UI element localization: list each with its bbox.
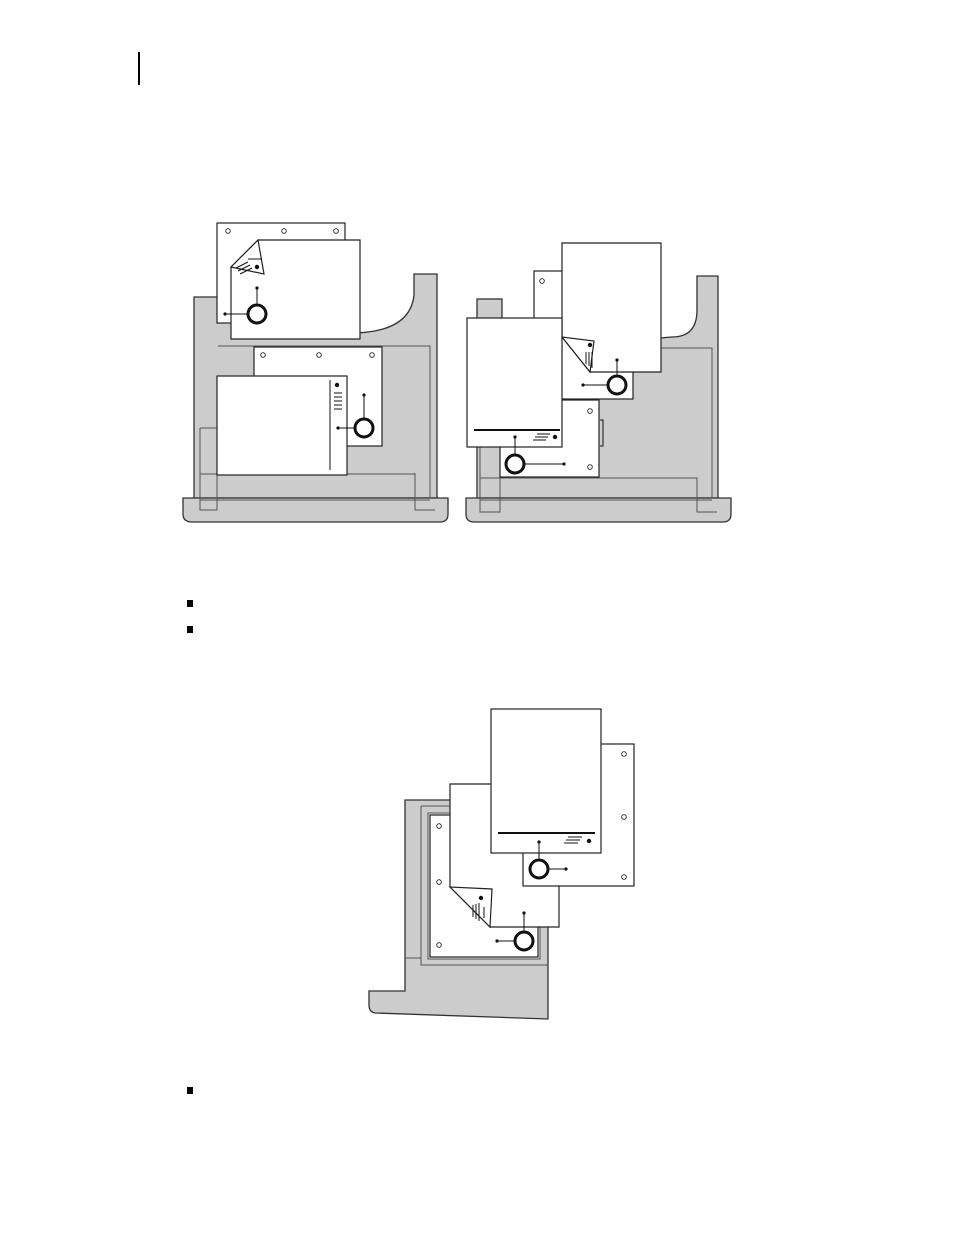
tray-illustration-right bbox=[466, 243, 731, 522]
tray-illustration-bottom bbox=[369, 709, 634, 1019]
orientation-marker bbox=[608, 376, 626, 394]
bullet-marker bbox=[187, 626, 193, 633]
paper-sheet bbox=[467, 318, 562, 447]
orientation-marker bbox=[248, 305, 266, 323]
paper-sheet bbox=[217, 376, 347, 475]
orientation-marker bbox=[506, 455, 524, 473]
orientation-marker bbox=[355, 419, 373, 437]
orientation-marker bbox=[530, 860, 548, 878]
orientation-marker bbox=[515, 932, 533, 950]
bullet-marker bbox=[187, 1087, 193, 1094]
paper-sheet bbox=[491, 709, 601, 853]
bullet-marker bbox=[187, 600, 193, 607]
tray-illustration-left bbox=[183, 223, 448, 522]
